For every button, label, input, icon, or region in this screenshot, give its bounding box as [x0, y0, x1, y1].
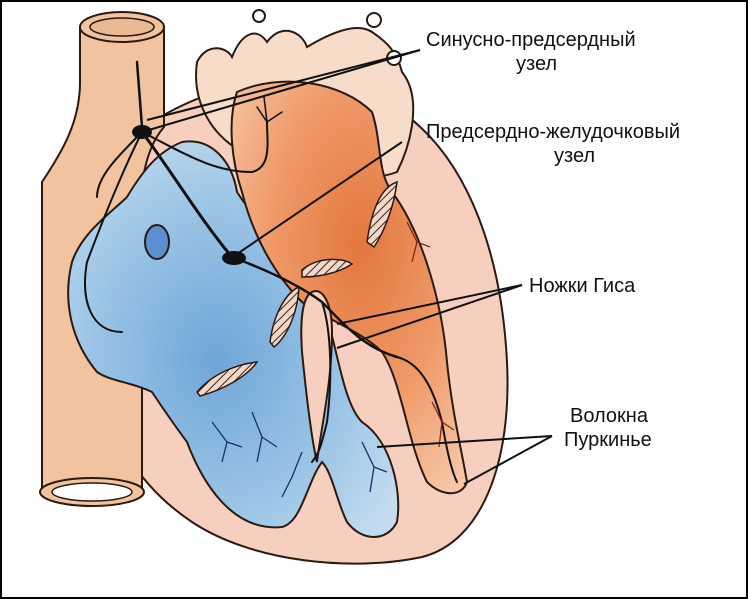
left-heart-chambers [230, 80, 469, 495]
label-av-node-line1: Предсердно-желудочковый [426, 121, 681, 143]
av-node [222, 251, 246, 265]
label-sa-node-line2: узел [516, 53, 558, 75]
label-his-bundle: Ножки Гиса [529, 274, 635, 298]
conduction-system [84, 60, 458, 483]
label-av-node-line2: узел [554, 145, 596, 167]
label-sa-node-line1: Синусно-предсердный [426, 29, 636, 51]
label-purkinje: Волокна Пуркинье [564, 404, 652, 452]
label-purkinje-line2: Пуркинье [564, 429, 652, 451]
label-av-node: Предсердно-желудочковый узел [426, 120, 680, 168]
label-sa-node: Синусно-предсердный узел [426, 28, 636, 76]
leader-lines [141, 49, 553, 485]
valve-ring-2 [301, 258, 354, 278]
purkinje-branches [211, 411, 388, 498]
septum [300, 290, 334, 463]
valve-ring-4 [196, 361, 259, 397]
label-his-bundle-text: Ножки Гиса [529, 275, 636, 297]
valve-ring-1 [366, 180, 398, 249]
label-purkinje-line1: Волокна [570, 405, 648, 427]
